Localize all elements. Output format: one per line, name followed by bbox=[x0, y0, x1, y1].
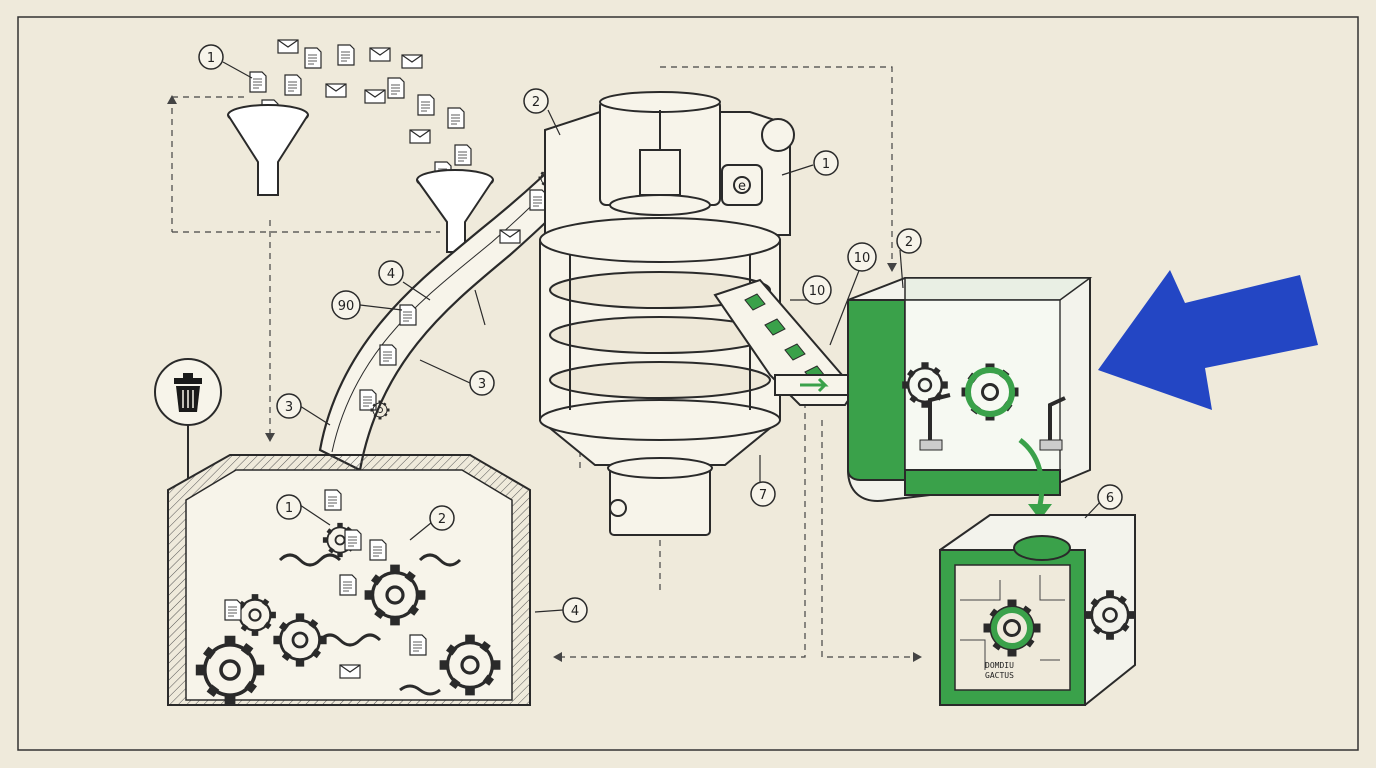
funnel-left bbox=[227, 104, 309, 196]
document-icon bbox=[249, 71, 267, 93]
hopper-badge: e bbox=[738, 179, 746, 194]
document-icon bbox=[399, 304, 417, 326]
page-frame bbox=[17, 16, 1359, 751]
dimension-lines bbox=[171, 66, 920, 658]
document-icon bbox=[339, 574, 357, 596]
callout-label: 10 bbox=[809, 284, 826, 299]
blue-arrow-icon bbox=[1098, 270, 1318, 410]
callouts: 1 2 1 4 90 3 3 1 2 4 7 10 10 2 6 bbox=[198, 44, 1123, 623]
callout-label: 2 bbox=[438, 512, 446, 527]
envelope-icon bbox=[364, 89, 386, 104]
document-icon bbox=[409, 634, 427, 656]
callout-label: 1 bbox=[822, 157, 830, 172]
output-cube bbox=[939, 514, 1136, 706]
dimension-arrowheads bbox=[167, 95, 922, 662]
envelope-icon bbox=[409, 129, 431, 144]
document-icon bbox=[447, 107, 465, 129]
callout-label: 2 bbox=[532, 95, 540, 110]
callout-label: 1 bbox=[285, 501, 293, 516]
envelope-icon bbox=[277, 39, 299, 54]
envelope-icon bbox=[325, 83, 347, 98]
document-icon bbox=[379, 344, 397, 366]
callout-label: 3 bbox=[285, 400, 293, 415]
hopper-mechanism bbox=[544, 91, 795, 236]
callout-label: 7 bbox=[759, 488, 767, 503]
document-icon bbox=[304, 47, 322, 69]
envelope-icon bbox=[401, 54, 423, 69]
callout-label: 4 bbox=[571, 604, 579, 619]
callout-label: 3 bbox=[478, 377, 486, 392]
callout-label: 6 bbox=[1106, 491, 1114, 506]
assembly-chamber bbox=[847, 277, 1093, 520]
callout-bubble: 3 bbox=[469, 370, 495, 396]
document-icon bbox=[284, 74, 302, 96]
callout-bubble: 2 bbox=[896, 228, 922, 254]
document-icon bbox=[369, 539, 387, 561]
trash-can-icon bbox=[154, 358, 222, 426]
document-icon bbox=[337, 44, 355, 66]
document-icon bbox=[387, 77, 405, 99]
callout-bubble: 90 bbox=[331, 290, 361, 320]
callout-bubble: 2 bbox=[523, 88, 549, 114]
callout-bubble: 4 bbox=[562, 597, 588, 623]
document-icon bbox=[224, 599, 242, 621]
output-conveyor bbox=[713, 278, 861, 406]
callout-bubble: 1 bbox=[276, 494, 302, 520]
envelope-icon bbox=[369, 47, 391, 62]
callout-bubble: 10 bbox=[802, 275, 832, 305]
callout-leaders bbox=[222, 61, 1105, 613]
document-icon bbox=[344, 529, 362, 551]
callout-label: 90 bbox=[338, 299, 355, 314]
callout-bubble: 3 bbox=[276, 393, 302, 419]
document-icon bbox=[529, 189, 547, 211]
separation-column bbox=[539, 217, 781, 536]
callout-bubble: 6 bbox=[1097, 484, 1123, 510]
callout-label: 1 bbox=[207, 51, 215, 66]
callout-bubble: 7 bbox=[750, 481, 776, 507]
cube-label-line2: GACTUS bbox=[985, 671, 1014, 680]
envelope-icon bbox=[339, 664, 361, 679]
callout-label: 4 bbox=[387, 267, 395, 282]
cube-label-line1: DOMDIU bbox=[985, 661, 1014, 670]
waste-bin bbox=[167, 425, 531, 707]
document-icon bbox=[324, 489, 342, 511]
envelope-icon bbox=[499, 229, 521, 244]
callout-bubble: 4 bbox=[378, 260, 404, 286]
callout-bubble: 10 bbox=[847, 242, 877, 272]
document-icon bbox=[454, 144, 472, 166]
callout-label: 10 bbox=[854, 251, 871, 266]
document-icon bbox=[417, 94, 435, 116]
callout-bubble: 2 bbox=[429, 505, 455, 531]
callout-label: 2 bbox=[905, 235, 913, 250]
callout-bubble: 1 bbox=[198, 44, 224, 70]
callout-bubble: 1 bbox=[813, 150, 839, 176]
